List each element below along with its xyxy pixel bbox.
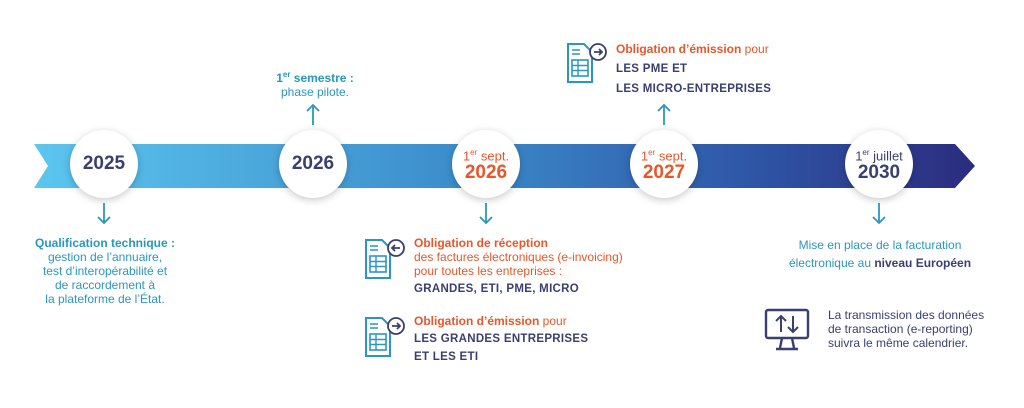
emission-pme-block: Obligation d’émission pour LES PME ET LE… — [616, 42, 846, 96]
reporting-line: de transaction (e-reporting) — [828, 322, 973, 336]
arrow-up-icon — [306, 103, 320, 125]
reception-block: Obligation de réception des factures éle… — [414, 236, 664, 296]
europe-line: électronique au niveau Européen — [788, 256, 972, 270]
invoice-receive-icon — [365, 239, 405, 279]
reception-title: Obligation de réception — [414, 236, 549, 250]
qualification-line: test d’interopérabilité et — [42, 264, 168, 278]
emission-pme-title: Obligation d’émission pour — [616, 42, 769, 56]
semestre-line: phase pilote. — [280, 85, 350, 99]
emission-ge-title: Obligation d’émission pour — [414, 314, 567, 328]
reception-line: des factures électroniques (e-invoicing) — [414, 250, 623, 264]
arrow-down-icon — [97, 203, 111, 225]
milestone-year: 2025 — [82, 153, 126, 174]
milestone-2026: 2026 — [279, 130, 347, 198]
qualification-title: Qualification technique : — [34, 236, 175, 250]
milestone-2025: 2025 — [70, 130, 138, 198]
reporting-line: La transmission des données — [828, 308, 985, 322]
emission-ge-target: ET LES ETI — [414, 351, 479, 363]
milestone-date: 1er sept. — [462, 147, 510, 164]
qualification-line: gestion de l’annuaire, — [47, 250, 163, 264]
arrow-down-icon — [479, 203, 493, 225]
semestre-block: 1er semestre : phase pilote. — [240, 68, 390, 99]
reporting-line: suivra le même calendrier. — [828, 336, 969, 350]
milestone-year: 2030 — [857, 162, 901, 184]
emission-ge-target: LES GRANDES ENTREPRISES — [414, 333, 589, 345]
europe-block: Mise en place de la facturation électron… — [765, 236, 995, 272]
milestone-date: 1er sept. — [640, 147, 688, 164]
monitor-transfer-icon — [764, 308, 810, 351]
emission-pme-target: LES PME ET — [616, 63, 688, 75]
qualification-line: de raccordement à — [54, 278, 156, 292]
milestone-sept-2026: 1er sept. 2026 — [452, 130, 520, 198]
milestone-date: 1er juillet — [855, 147, 903, 164]
europe-line: Mise en place de la facturation — [798, 238, 962, 252]
invoice-send-icon — [365, 317, 405, 357]
milestone-sept-2027: 1er sept. 2027 — [630, 130, 698, 198]
emission-ge-block: Obligation d’émission pour LES GRANDES E… — [414, 314, 664, 364]
reporting-block: La transmission des données de transacti… — [828, 308, 1018, 350]
arrow-up-icon — [657, 103, 671, 125]
milestone-year: 2026 — [291, 153, 335, 174]
qualification-line: la plateforme de l’État. — [45, 292, 165, 306]
reception-line: pour toutes les entreprises : — [414, 264, 563, 278]
arrow-down-icon — [872, 203, 886, 225]
emission-pme-target: LES MICRO-ENTREPRISES — [616, 83, 772, 95]
invoice-send-icon — [567, 43, 607, 83]
milestone-year: 2027 — [642, 162, 686, 184]
milestone-year: 2026 — [464, 162, 508, 184]
milestone-juillet-2030: 1er juillet 2030 — [845, 130, 913, 198]
reception-targets: GRANDES, ETI, PME, MICRO — [414, 283, 580, 295]
qualification-block: Qualification technique : gestion de l’a… — [14, 236, 196, 306]
semestre-title: 1er semestre : — [276, 70, 354, 85]
